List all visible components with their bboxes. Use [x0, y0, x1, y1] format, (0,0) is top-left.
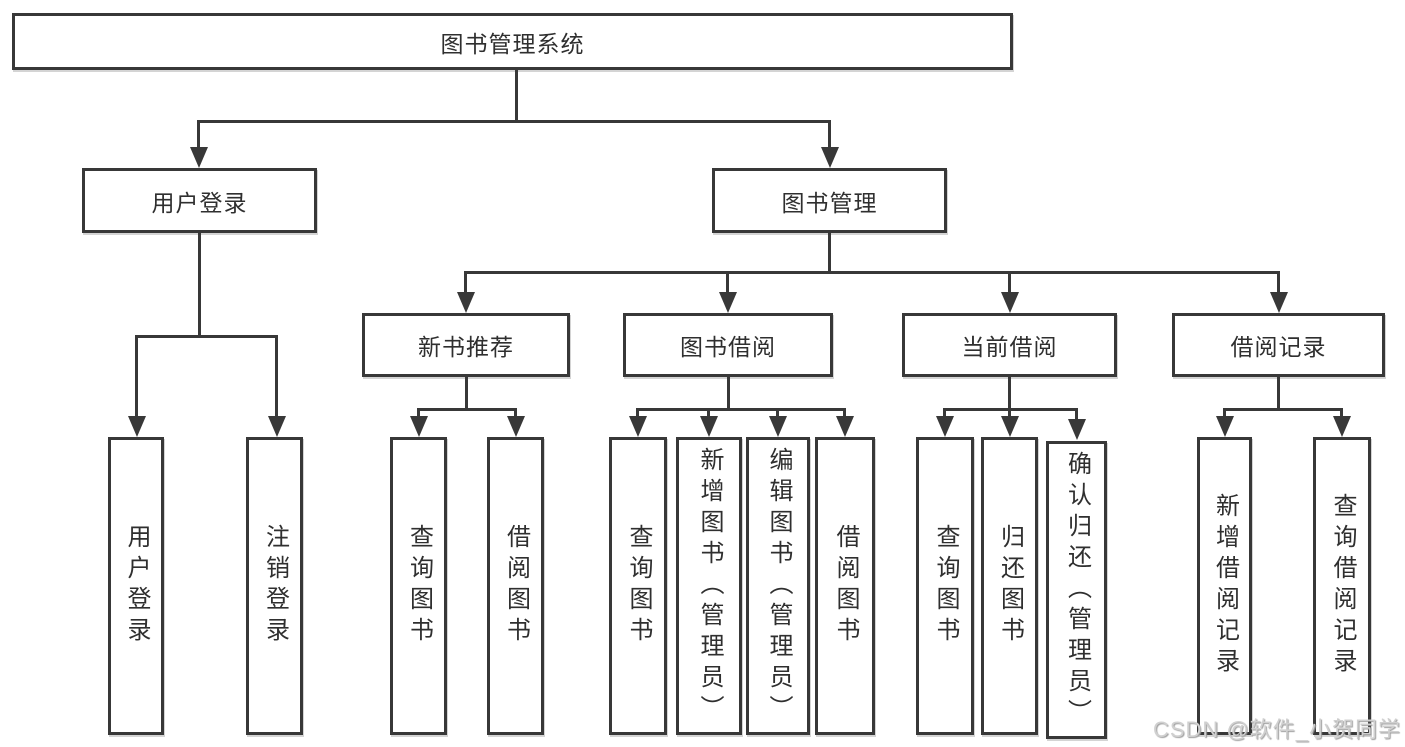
leaf-label: 编辑图书（管理员） — [765, 446, 792, 726]
node-label: 图书管理 — [781, 189, 878, 216]
connector-line — [828, 233, 831, 271]
leaf-label: 新增图书（管理员） — [696, 446, 723, 726]
connector-line — [1277, 377, 1280, 408]
arrow-down-icon — [828, 120, 831, 147]
arrow-down-icon — [636, 408, 639, 416]
node-library-system: 图书管理系统 — [12, 13, 1013, 70]
arrow-down-icon — [417, 408, 420, 416]
connector-line — [636, 408, 845, 411]
node-book-borrowing: 图书借阅 — [623, 313, 833, 377]
leaf-query-books-current: 查询图书 — [916, 437, 974, 735]
node-new-book-recommend: 新书推荐 — [362, 313, 570, 377]
leaf-label: 确认归还（管理员） — [1063, 450, 1091, 730]
arrow-down-icon — [1340, 408, 1343, 416]
node-label: 当前借阅 — [961, 334, 1058, 360]
leaf-user-login: 用户登录 — [108, 437, 164, 735]
node-user-login: 用户登录 — [82, 168, 317, 233]
arrow-down-icon — [943, 408, 946, 416]
node-label: 图书管理系统 — [440, 30, 585, 57]
leaf-label: 归还图书 — [996, 524, 1024, 648]
arrow-down-icon — [726, 271, 729, 292]
arrow-down-icon — [1008, 408, 1011, 416]
connector-line — [515, 70, 518, 120]
connector-line — [1008, 377, 1011, 408]
arrow-down-icon — [1223, 408, 1226, 416]
node-current-borrowing: 当前借阅 — [902, 313, 1117, 377]
connector-line — [197, 120, 831, 123]
connector-line — [465, 377, 468, 408]
leaf-borrow-books-recommend: 借阅图书 — [487, 437, 544, 735]
leaf-label: 查询借阅记录 — [1329, 493, 1356, 679]
leaf-add-books-admin: 新增图书（管理员） — [676, 437, 742, 735]
leaf-label: 新增借阅记录 — [1211, 493, 1239, 679]
node-label: 新书推荐 — [418, 334, 514, 360]
arrow-down-icon — [514, 408, 517, 416]
connector-line — [727, 377, 730, 408]
leaf-label: 借阅图书 — [832, 524, 859, 648]
node-book-management: 图书管理 — [712, 168, 947, 233]
leaf-label: 用户登录 — [123, 524, 150, 648]
node-borrow-records: 借阅记录 — [1172, 313, 1385, 377]
arrow-down-icon — [197, 120, 200, 147]
leaf-query-books-borrowing: 查询图书 — [609, 437, 667, 735]
arrow-down-icon — [275, 335, 278, 416]
leaf-label: 查询图书 — [625, 524, 652, 648]
leaf-label: 查询图书 — [932, 524, 959, 648]
arrow-down-icon — [707, 408, 710, 416]
leaf-add-borrow-record: 新增借阅记录 — [1197, 437, 1252, 735]
leaf-confirm-return-admin: 确认归还（管理员） — [1046, 441, 1107, 739]
node-label: 图书借阅 — [680, 334, 776, 360]
connector-line — [465, 271, 1279, 274]
arrow-down-icon — [776, 408, 779, 416]
arrow-down-icon — [1008, 271, 1011, 292]
arrow-down-icon — [843, 408, 846, 416]
leaf-label: 查询图书 — [405, 524, 433, 648]
leaf-query-books-recommend: 查询图书 — [390, 437, 447, 735]
node-label: 借阅记录 — [1230, 334, 1327, 360]
leaf-label: 注销登录 — [261, 524, 289, 648]
leaf-edit-books-admin: 编辑图书（管理员） — [746, 437, 810, 735]
arrow-down-icon — [135, 335, 138, 416]
arrow-down-icon — [1277, 271, 1280, 292]
leaf-borrow-books: 借阅图书 — [815, 437, 875, 735]
leaf-logout: 注销登录 — [246, 437, 303, 735]
leaf-return-books: 归还图书 — [981, 437, 1038, 735]
node-label: 用户登录 — [151, 189, 248, 216]
arrow-down-icon — [464, 271, 467, 292]
connector-line — [1223, 408, 1341, 411]
connector-line — [135, 335, 278, 338]
leaf-label: 借阅图书 — [502, 524, 530, 648]
arrow-down-icon — [1075, 408, 1078, 419]
leaf-query-borrow-record: 查询借阅记录 — [1313, 437, 1371, 735]
connector-line — [418, 408, 516, 411]
connector-line — [198, 233, 201, 335]
csdn-watermark: CSDN @软件_小贺同学 — [1152, 717, 1401, 742]
